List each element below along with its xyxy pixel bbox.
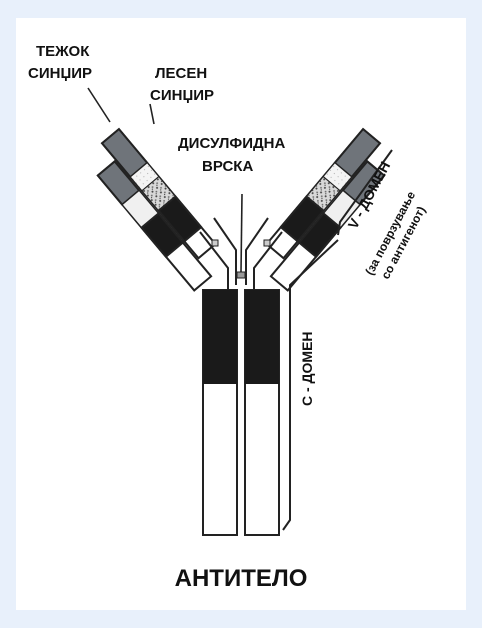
heavy-chain-pointer (88, 88, 110, 122)
disulfide-label-line1: ДИСУЛФИДНА (178, 135, 285, 152)
c-domain-label: C - ДОМЕН (299, 331, 315, 406)
light-chain-label-line2: СИНЏИР (150, 87, 214, 104)
diagram-title: АНТИТЕЛО (175, 565, 308, 592)
left-fab-arm (84, 129, 230, 290)
fc-stem (203, 290, 279, 535)
heavy-chain-label-line1: ТЕЖОК (36, 43, 90, 60)
heavy-chain-label-line2: СИНЏИР (28, 65, 92, 82)
right-stem-dark-segment (245, 290, 279, 384)
disulfide-pointer (241, 194, 242, 272)
disulfide-label-line2: ВРСКА (202, 158, 253, 175)
light-chain-label-line1: ЛЕСЕН (155, 65, 207, 82)
left-stem-dark-segment (203, 290, 237, 384)
light-chain-pointer (150, 104, 154, 124)
